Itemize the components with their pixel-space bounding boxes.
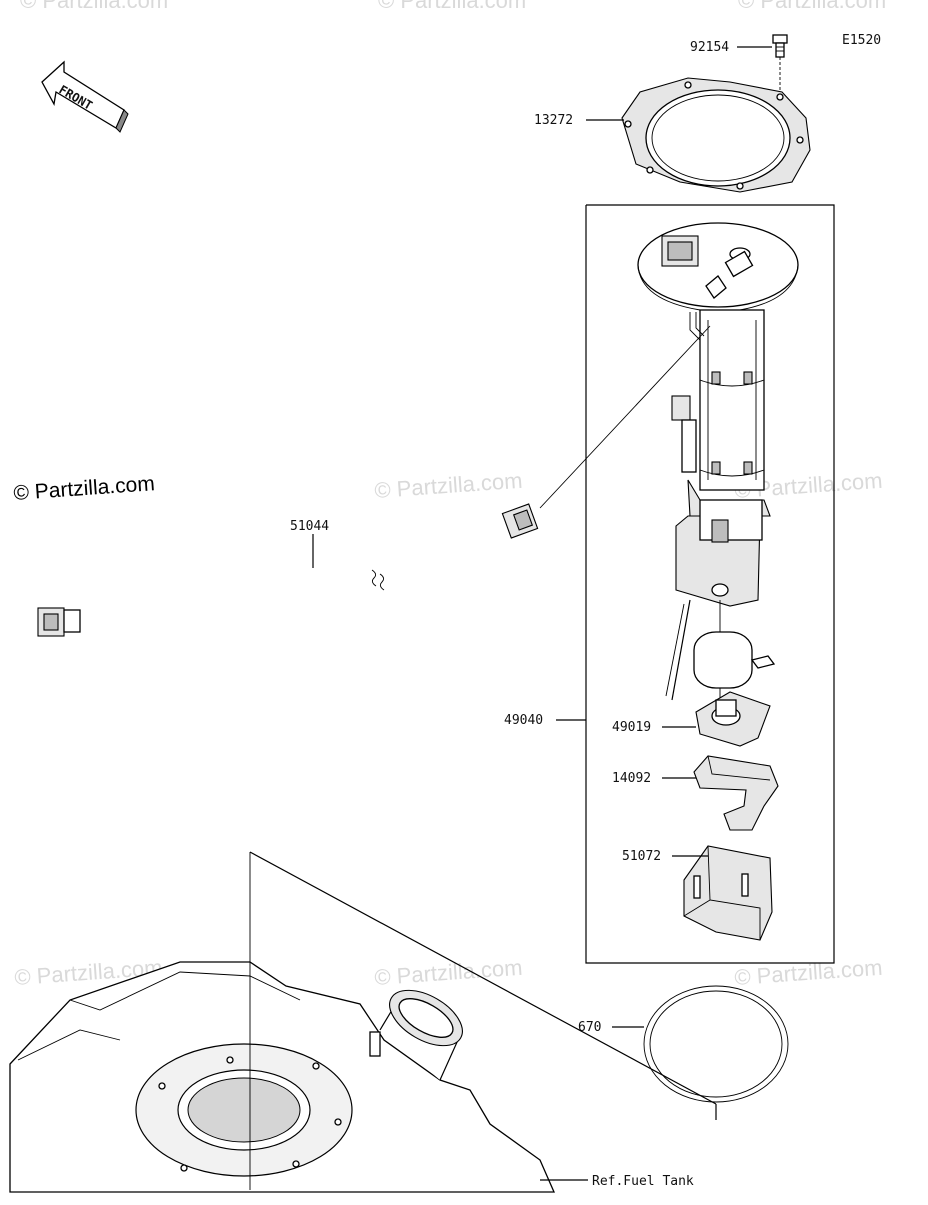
label-51072: 51072 <box>622 849 661 864</box>
front-arrow-icon: FRONT <box>41 60 129 133</box>
label-670: 670 <box>578 1020 601 1035</box>
oring-670 <box>643 985 789 1103</box>
fuel-tank-ref <box>9 851 717 1193</box>
label-14092: 14092 <box>612 771 651 786</box>
brand-text: © Partzilla.com <box>13 472 156 505</box>
cover-51072 <box>683 845 773 941</box>
label-ref-fuel-tank: Ref.Fuel Tank <box>592 1174 694 1189</box>
filter-bag <box>693 631 776 689</box>
label-49019: 49019 <box>612 720 651 735</box>
watermark-text: © Partzilla.com <box>374 955 524 990</box>
watermark-text: © Partzilla.com <box>378 0 526 13</box>
bracket-14092 <box>693 755 779 831</box>
diagram-id: E1520 <box>842 33 881 48</box>
watermark-text: © Partzilla.com <box>734 955 884 990</box>
bolt-92154 <box>772 34 788 90</box>
label-49040: 49040 <box>504 713 543 728</box>
watermark-text: © Partzilla.com <box>738 0 886 13</box>
label-92154: 92154 <box>690 40 729 55</box>
watermark-text: © Partzilla.com <box>20 0 168 13</box>
assembly-frame <box>585 204 835 964</box>
watermark-text: © Partzilla.com <box>374 468 524 503</box>
plate-13272 <box>621 77 811 193</box>
label-51044: 51044 <box>290 519 329 534</box>
filter-49019 <box>695 691 771 747</box>
label-13272: 13272 <box>534 113 573 128</box>
fuel-pump-49040 <box>637 222 799 701</box>
harness-51044 <box>37 325 711 642</box>
